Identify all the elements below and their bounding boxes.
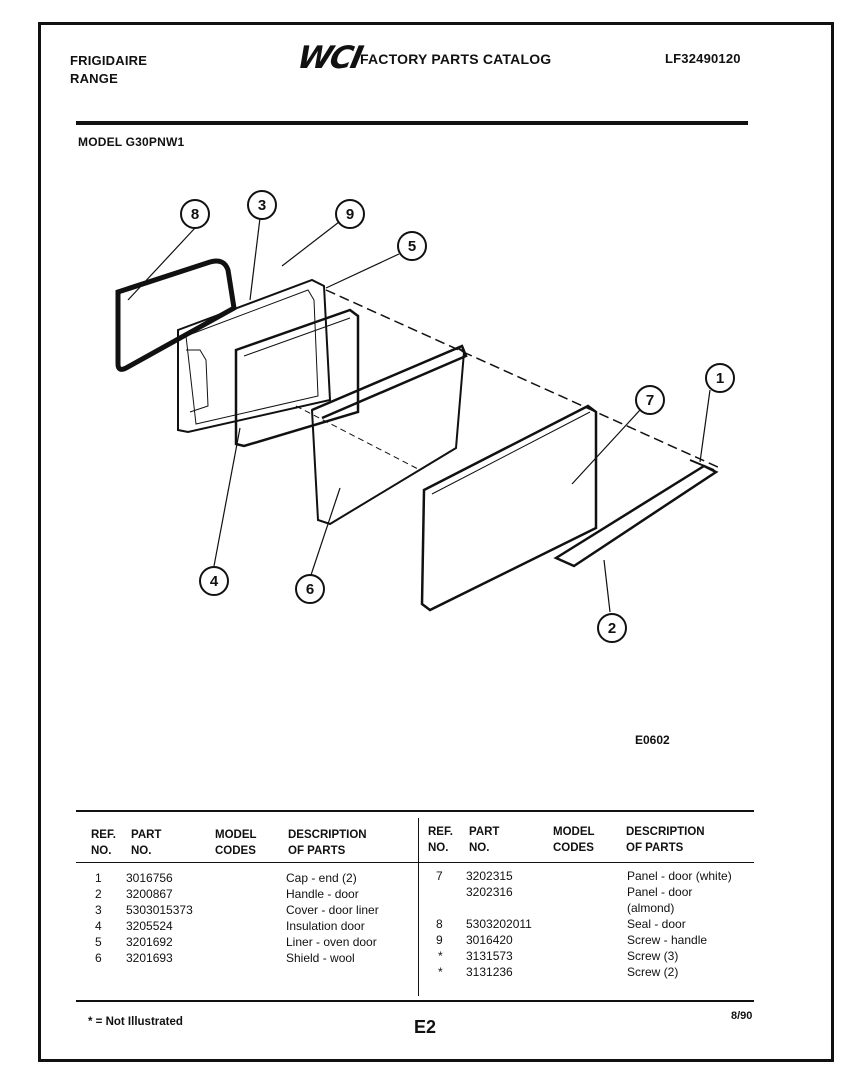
col-desc-l1: DESCRIPTION — [288, 829, 367, 841]
col-model-r2: CODES — [553, 842, 594, 854]
desc-cell: Shield - wool — [286, 951, 355, 965]
col-part-r1: PART — [469, 826, 500, 838]
callout-7-label: 7 — [646, 392, 654, 409]
table-top-rule — [76, 810, 754, 812]
callout-1 — [705, 363, 735, 393]
shield-part — [310, 346, 466, 526]
part-cell: 3200867 — [126, 887, 173, 901]
figure-code: E0602 — [635, 733, 670, 747]
desc-cell: Panel - door — [627, 885, 693, 899]
desc-cell: Liner - oven door — [286, 935, 377, 949]
callout-6-label: 6 — [306, 581, 314, 598]
callout-2 — [597, 613, 627, 643]
col-desc-r2: OF PARTS — [626, 842, 684, 854]
handle-part — [553, 464, 719, 568]
callout-8-label: 8 — [191, 206, 199, 223]
desc-cell: (almond) — [627, 901, 675, 915]
col-part-l2: NO. — [131, 845, 152, 857]
catalog-number: LF32490120 — [665, 51, 741, 66]
ref-cell: 6 — [95, 951, 102, 965]
callout-5-label: 5 — [408, 238, 416, 255]
col-model-l2: CODES — [215, 845, 256, 857]
ref-cell: 4 — [95, 919, 102, 933]
col-ref-r1: REF. — [428, 826, 453, 838]
callout-6 — [295, 574, 325, 604]
desc-cell: Handle - door — [286, 887, 359, 901]
part-cell: 3201693 — [126, 951, 173, 965]
part-cell: 5303202011 — [466, 917, 532, 931]
revision-date: 8/90 — [731, 1010, 753, 1022]
ref-cell: 1 — [95, 871, 102, 885]
col-ref-l1: REF. — [91, 829, 116, 841]
page-number: E2 — [414, 1017, 437, 1037]
part-cell: 3202315 — [466, 869, 513, 883]
callout-8 — [180, 199, 210, 229]
part-cell: 3131236 — [466, 965, 513, 979]
callout-3 — [247, 190, 277, 220]
col-desc-r1: DESCRIPTION — [626, 826, 705, 838]
brand-name: FRIGIDAIRE — [70, 53, 148, 68]
door-liner-cover-part — [177, 278, 332, 434]
ref-cell: 5 — [95, 935, 102, 949]
col-ref-l2: NO. — [91, 845, 112, 857]
part-cell: 3205524 — [126, 919, 173, 933]
not-illustrated-note: * = Not Illustrated — [88, 1016, 183, 1028]
callout-5 — [397, 231, 427, 261]
callout-2-label: 2 — [608, 620, 616, 637]
ref-cell: 3 — [95, 903, 102, 917]
desc-cell: Screw (2) — [627, 965, 679, 979]
col-model-l1: MODEL — [215, 829, 257, 841]
part-cell: 3201692 — [126, 935, 173, 949]
ref-cell: 8 — [436, 917, 443, 931]
desc-cell: Panel - door (white) — [627, 869, 732, 883]
col-model-r1: MODEL — [553, 826, 595, 838]
ref-cell: * — [438, 965, 443, 979]
col-part-r2: NO. — [469, 842, 490, 854]
header-rule — [76, 121, 748, 125]
table-bottom-rule — [76, 1000, 754, 1002]
part-cell: 3131573 — [466, 949, 513, 963]
part-cell: 5303015373 — [126, 903, 193, 917]
col-part-l1: PART — [131, 829, 162, 841]
part-cell: 3016420 — [466, 933, 513, 947]
page-frame — [38, 22, 834, 1062]
desc-cell: Screw - handle — [627, 933, 708, 947]
col-desc-l2: OF PARTS — [288, 845, 346, 857]
callout-1-label: 1 — [716, 370, 724, 387]
product-name: RANGE — [70, 71, 118, 86]
desc-cell: Seal - door — [627, 917, 686, 931]
exploded-diagram: 8 3 9 5 1 7 4 6 2 — [115, 190, 735, 643]
table-header-rule — [76, 862, 754, 863]
part-cell: 3016756 — [126, 871, 173, 885]
callout-9 — [335, 199, 365, 229]
catalog-title: FACTORY PARTS CATALOG — [360, 51, 552, 67]
desc-cell: Screw (3) — [627, 949, 679, 963]
part-cell: 3202316 — [466, 885, 513, 899]
outer-panel-part — [420, 404, 598, 612]
ref-cell: 7 — [436, 869, 443, 883]
ref-cell: * — [438, 949, 443, 963]
table-divider — [418, 818, 419, 996]
desc-cell: Insulation door — [286, 919, 365, 933]
ref-cell: 2 — [95, 887, 102, 901]
insulation-part — [234, 308, 360, 448]
door-seal-part — [115, 258, 237, 372]
desc-cell: Cover - door liner — [286, 903, 379, 917]
callout-4-label: 4 — [210, 573, 219, 590]
desc-cell: Cap - end (2) — [286, 871, 357, 885]
callout-3-label: 3 — [258, 197, 266, 214]
callout-9-label: 9 — [346, 206, 354, 223]
model-label: MODEL G30PNW1 — [78, 135, 185, 149]
callout-7 — [635, 385, 665, 415]
col-ref-r2: NO. — [428, 842, 449, 854]
callout-4 — [199, 566, 229, 596]
ref-cell: 9 — [436, 933, 443, 947]
